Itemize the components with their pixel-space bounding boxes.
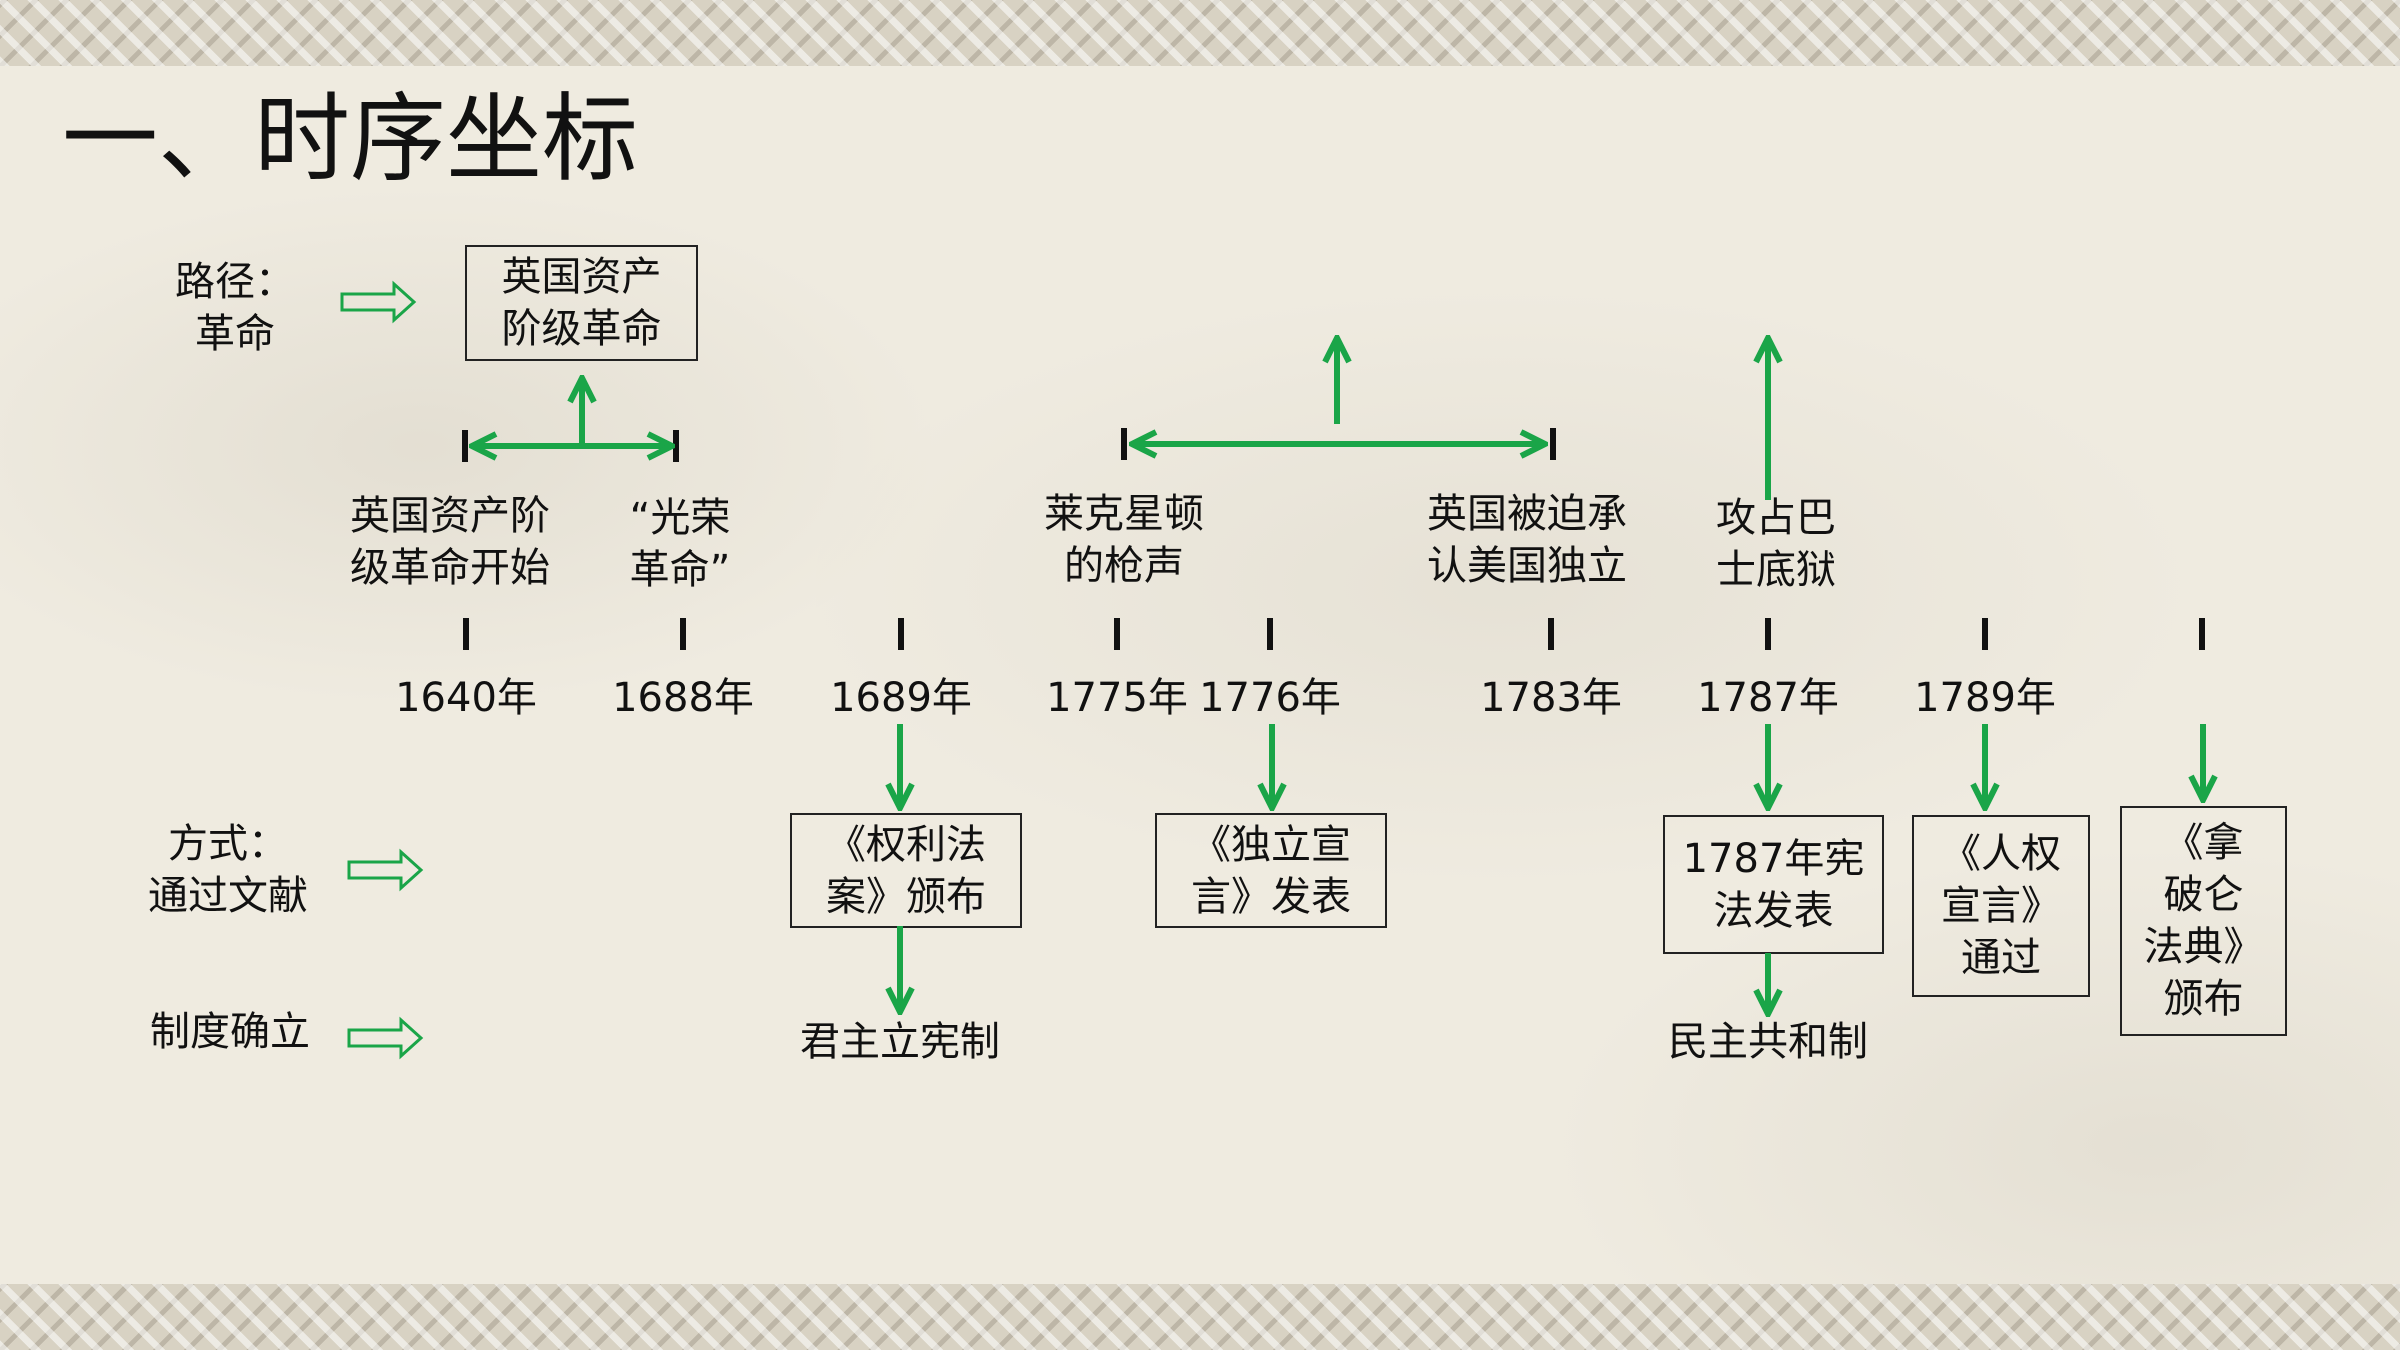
event-label-1783: 英国被迫承 认美国独立: [1427, 491, 1627, 589]
hollow-arrow-system: [347, 1016, 424, 1060]
doc-box-1787-constitution: 1787年宪 法发表: [1663, 815, 1884, 954]
doc-box-rights-of-man: 《人权 宣言》 通过: [1912, 815, 2090, 997]
year-label-1688: 1688年: [612, 675, 754, 721]
event-label-1640: 英国资产阶 级革命开始: [350, 493, 550, 591]
row-label-method: 方式： 通过文献: [148, 821, 308, 919]
background-wash: [0, 66, 2400, 1284]
doc-box-napoleonic-code: 《拿 破仑 法典》 颁布: [2120, 806, 2287, 1036]
year-label-1689: 1689年: [830, 675, 972, 721]
row-label-path: 路径： 革命: [175, 259, 295, 357]
system-label-democratic-republic: 民主共和制: [1668, 1019, 1868, 1065]
year-label-1640: 1640年: [395, 675, 537, 721]
event-label-1688: “光荣 革命”: [629, 495, 731, 593]
year-label-1789: 1789年: [1914, 675, 2056, 721]
hollow-arrow-method: [347, 848, 424, 892]
row-label-system: 制度确立: [150, 1009, 310, 1055]
decorative-border-bottom: [0, 1284, 2400, 1350]
decorative-border-top: [0, 0, 2400, 66]
page-title: 一、时序坐标: [62, 83, 638, 195]
event-label-1789-bastille: 攻占巴 士底狱: [1716, 495, 1836, 593]
hollow-arrow-path: [340, 280, 417, 324]
year-label-1775: 1775年: [1046, 675, 1188, 721]
year-label-1776: 1776年: [1199, 675, 1341, 721]
event-label-1775: 莱克星顿 的枪声: [1044, 491, 1204, 589]
year-label-1783: 1783年: [1480, 675, 1622, 721]
doc-box-declaration-of-independence: 《独立宣 言》发表: [1155, 813, 1387, 928]
year-label-1787: 1787年: [1697, 675, 1839, 721]
doc-box-bill-of-rights: 《权利法 案》颁布: [790, 813, 1022, 928]
system-label-constitutional-monarchy: 君主立宪制: [800, 1019, 1000, 1065]
path-box-english-revolution: 英国资产 阶级革命: [465, 245, 698, 361]
